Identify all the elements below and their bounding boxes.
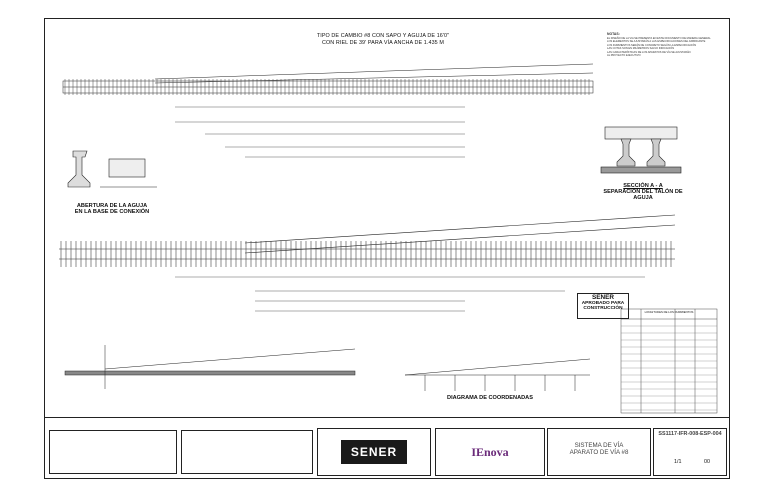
revisions-table xyxy=(49,430,177,474)
title-block: SENER IEnova SISTEMA DE VÍA APARATO DE V… xyxy=(45,417,729,479)
title-line-1: TIPO DE CAMBIO #8 CON SAPO Y AGUJA DE 16… xyxy=(316,33,450,39)
stamp-line-1: APROBADO PARA xyxy=(581,301,625,306)
note-line: EL DISEÑO DE LA VIA SE PRESENTA EN ESTE … xyxy=(607,36,711,40)
middle-ties xyxy=(60,241,672,267)
left-section-detail xyxy=(67,150,157,188)
ienova-logo: IEnova xyxy=(471,444,509,459)
section-caption: SECCIÓN A - A SEPARACIÓN DEL TALÓN DE AG… xyxy=(593,183,693,201)
note-line: LOS ELEMENTOS SE AJUSTARÁN A LAS ESPECIF… xyxy=(607,40,706,43)
left-caption-1: ABERTURA DE LA AGUJA xyxy=(76,203,148,209)
project-name-2: APARATO DE VÍA #8 xyxy=(569,449,629,456)
project-name-box: SISTEMA DE VÍA APARATO DE VÍA #8 xyxy=(547,428,651,476)
section-caption-2: SEPARACIÓN DEL TALÓN DE AGUJA xyxy=(603,189,683,201)
note-line: LAS CARACTERÍSTICAS DE LOS APARATOS DE V… xyxy=(607,50,691,54)
top-turnout-plan xyxy=(62,63,594,94)
top-dimension-lines xyxy=(175,106,465,158)
title-line-2: CON RIEL DE 39' PARA VÍA ANCHA DE 1.435 … xyxy=(322,39,444,46)
middle-dimension-lines xyxy=(175,276,645,312)
bottom-left-turnout xyxy=(64,345,356,389)
right-section-detail xyxy=(600,126,682,174)
sener-logo: SENER xyxy=(340,440,408,464)
middle-turnout-plan xyxy=(59,214,676,260)
sheet-number: 1/1 xyxy=(674,459,682,465)
drawing-sheet: TIPO DE CAMBIO #8 CON SAPO Y AGUJA DE 16… xyxy=(44,18,730,479)
note-line: LOS DURMIENTOS SERÁN DE CONCRETO SEGÚN L… xyxy=(607,43,697,47)
stamp-brand: SENER xyxy=(591,294,615,301)
note-line: LAS COTAS SON EN MILÍMETROS SALVO INDICA… xyxy=(607,47,675,50)
top-ties xyxy=(64,79,590,95)
left-caption: ABERTURA DE LA AGUJA EN LA BASE DE CONEX… xyxy=(57,203,167,215)
sener-logo-box: SENER xyxy=(317,428,431,476)
notes-heading: NOTAS: xyxy=(607,32,620,36)
coordinate-diagram xyxy=(404,358,591,391)
table-title: LONGITUDES DE LOS DURMIENTOS xyxy=(644,310,694,314)
section-caption-1: SECCIÓN A - A xyxy=(623,183,663,189)
note-line: AL PROYECTO EJECUTIVO xyxy=(607,54,641,57)
notes-block: NOTAS: EL DISEÑO DE LA VIA SE PRESENTA E… xyxy=(607,32,721,58)
stamp-line-2: CONSTRUCCIÓN xyxy=(583,306,623,311)
drawing-title: TIPO DE CAMBIO #8 CON SAPO Y AGUJA DE 16… xyxy=(283,33,483,46)
approval-stamp: SENER APROBADO PARA CONSTRUCCIÓN xyxy=(577,293,629,319)
table-rows xyxy=(621,325,717,411)
coords-caption: DIAGRAMA DE COORDENADAS xyxy=(447,395,533,401)
doc-number: SS1117-IFR-008-ESP-004 xyxy=(658,431,722,437)
project-name-1: SISTEMA DE VÍA xyxy=(574,442,624,449)
references-table xyxy=(181,430,313,474)
engineering-drawing xyxy=(59,63,718,414)
doc-info-box: SS1117-IFR-008-ESP-004 1/1 00 xyxy=(653,428,727,476)
revision-number: 00 xyxy=(704,459,710,465)
ienova-logo-box: IEnova xyxy=(435,428,545,476)
left-caption-2: EN LA BASE DE CONEXIÓN xyxy=(74,209,150,215)
